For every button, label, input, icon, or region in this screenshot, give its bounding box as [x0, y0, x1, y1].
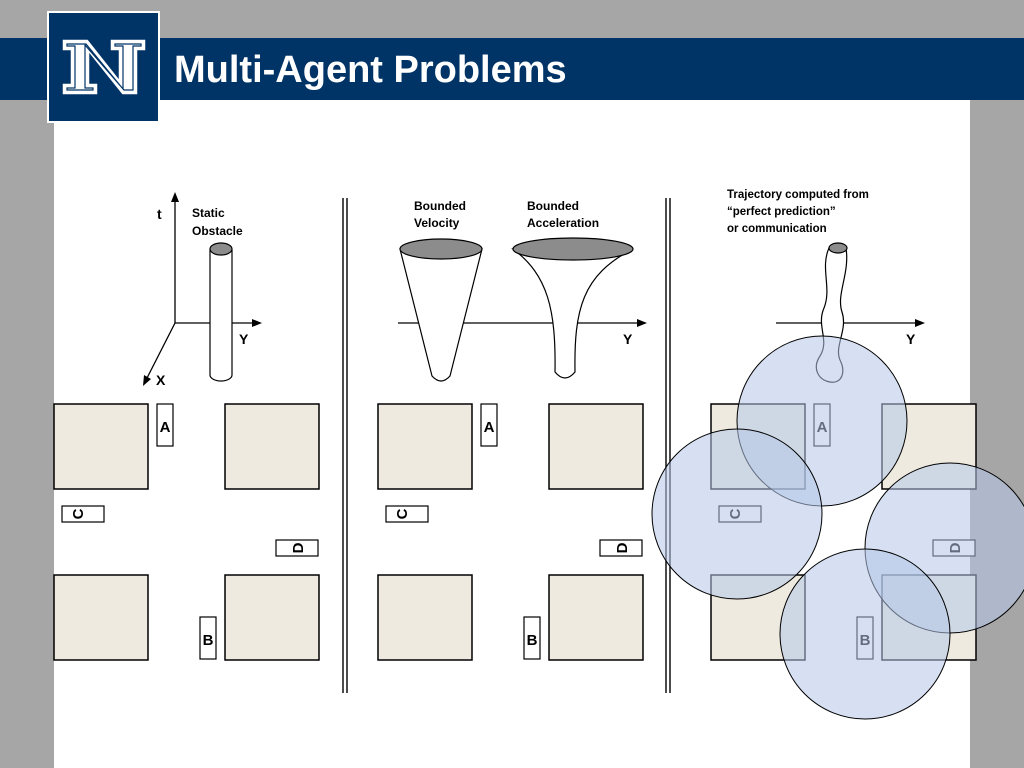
building-block	[53, 403, 149, 490]
agent-b-label: B	[527, 632, 538, 649]
acceleration-horn	[511, 248, 634, 379]
axis-y-label: Y	[239, 331, 249, 347]
building-block	[377, 403, 473, 490]
agent-b	[199, 616, 217, 660]
agent-d	[599, 539, 643, 557]
y-axis-arrow-icon	[915, 319, 925, 327]
agent-b-label: B	[203, 632, 214, 649]
communication-range-circle	[651, 428, 823, 600]
trajectory-tube-top	[828, 242, 848, 254]
x-axis	[145, 322, 176, 381]
agent-a	[156, 403, 174, 447]
axis-y-label: Y	[623, 331, 633, 347]
x-axis-arrow-icon	[143, 375, 151, 386]
communication-range-circle	[779, 548, 951, 720]
agent-a	[480, 403, 498, 447]
agent-d-label: D	[290, 542, 307, 553]
y-axis-arrow-icon	[637, 319, 647, 327]
acceleration-label-line2: Acceleration	[527, 216, 599, 230]
agent-a-label: A	[484, 419, 495, 436]
obstacle-label-line1: Static	[192, 206, 225, 220]
agent-c	[385, 505, 429, 523]
university-logo	[47, 11, 160, 123]
panel-bounded-motion: Bounded Velocity Bounded Acceleration Y …	[377, 199, 647, 661]
agent-d	[275, 539, 319, 557]
velocity-label-line1: Bounded	[414, 199, 466, 213]
t-axis-arrow-icon	[171, 192, 179, 202]
axis-t-label: t	[157, 206, 162, 222]
n-logo-icon	[60, 38, 147, 96]
panel-divider	[665, 198, 671, 693]
y-axis-arrow-icon	[252, 319, 262, 327]
trajectory-label-line2: “perfect prediction”	[727, 206, 836, 218]
panel-prediction: Trajectory computed from “perfect predic…	[651, 189, 1024, 720]
building-block	[53, 574, 149, 661]
panel-static-obstacle: t Y X Static Obstacle A B C D	[53, 192, 320, 661]
building-block	[548, 403, 644, 490]
building-block	[548, 574, 644, 661]
axis-y-label: Y	[906, 331, 916, 347]
obstacle-label-line2: Obstacle	[192, 224, 243, 238]
acceleration-label-line1: Bounded	[527, 199, 579, 213]
agent-c-label: C	[70, 508, 87, 519]
agent-c	[61, 505, 105, 523]
agent-d-label: D	[614, 542, 631, 553]
velocity-cone	[399, 248, 483, 382]
trajectory-label-line1: Trajectory computed from	[727, 189, 869, 201]
agent-c-label: C	[394, 508, 411, 519]
acceleration-horn-top	[512, 237, 634, 261]
velocity-label-line2: Velocity	[414, 216, 460, 230]
velocity-cone-top	[399, 238, 483, 260]
trajectory-label-line3: or communication	[727, 223, 827, 235]
building-block	[377, 574, 473, 661]
panel-divider	[342, 198, 348, 693]
page-title: Multi-Agent Problems	[174, 49, 567, 91]
header-bar	[0, 38, 1024, 100]
agent-a-label: A	[160, 419, 171, 436]
static-obstacle-cylinder	[209, 249, 233, 382]
cylinder-top	[209, 242, 233, 256]
building-block	[224, 574, 320, 661]
axis-x-label: X	[156, 372, 166, 388]
agent-b	[523, 616, 541, 660]
building-block	[224, 403, 320, 490]
